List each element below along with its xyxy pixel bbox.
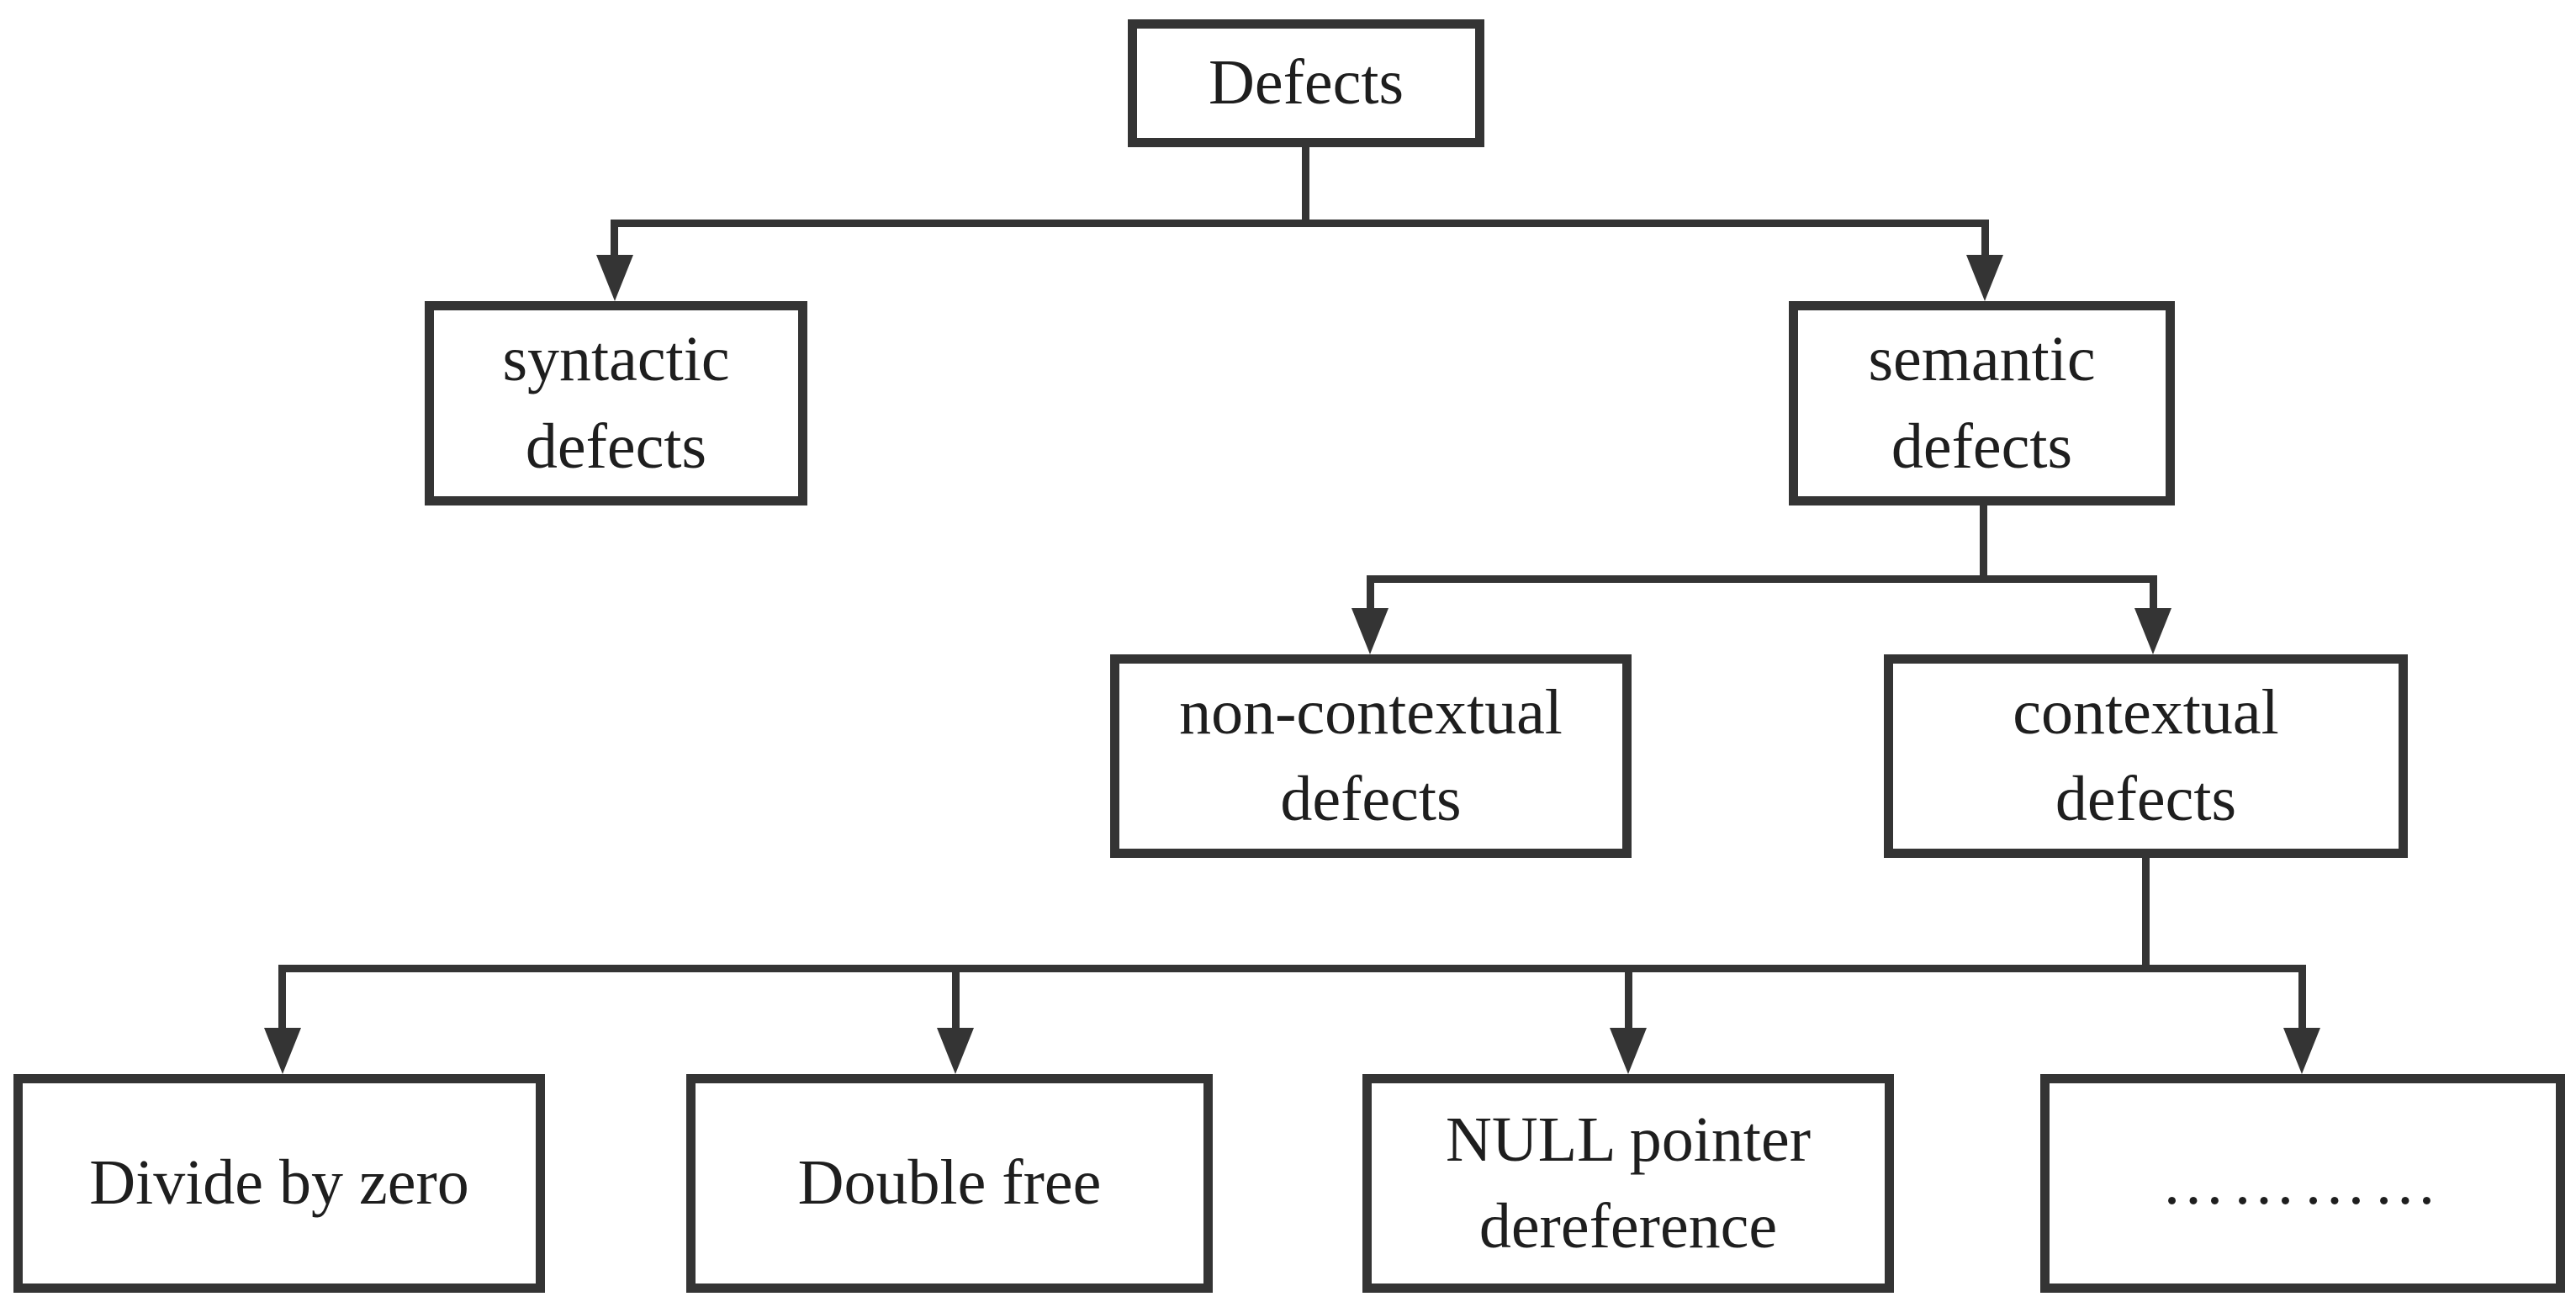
semantic-defects-node: semantic defects — [1789, 301, 2175, 505]
syntactic-defects-label-line2: defects — [525, 410, 707, 482]
arrow-into-divide-by-zero-icon — [264, 1028, 301, 1074]
edge-contextual-branch-bar — [278, 965, 2306, 972]
arrow-into-double-free-icon — [937, 1028, 974, 1074]
other-defects-node: ………… — [2040, 1074, 2565, 1293]
double-free-label: Double free — [797, 1147, 1102, 1219]
arrow-into-non-contextual-icon — [1351, 608, 1389, 654]
arrow-into-semantic-icon — [1966, 255, 2003, 301]
other-defects-ellipsis-label: ………… — [2161, 1147, 2444, 1219]
syntactic-defects-node: syntactic defects — [425, 301, 807, 505]
semantic-defects-label-line1: semantic — [1868, 324, 2096, 395]
semantic-defects-label-line2: defects — [1891, 410, 2073, 482]
edge-to-null-pointer-shaft — [1625, 965, 1632, 1031]
double-free-node: Double free — [686, 1074, 1213, 1293]
edge-defects-branch-bar — [611, 220, 1989, 227]
divide-by-zero-label: Divide by zero — [89, 1147, 469, 1219]
edge-to-double-free-shaft — [952, 965, 960, 1031]
edge-semantic-branch-bar — [1367, 575, 2157, 583]
defects-root-label: Defects — [1208, 47, 1404, 119]
non-contextual-defects-label-line2: defects — [1280, 764, 1462, 834]
edge-semantic-stem — [1980, 504, 1987, 583]
edge-contextual-stem — [2142, 857, 2150, 972]
edge-to-syntactic-shaft — [611, 220, 618, 261]
syntactic-defects-label-line1: syntactic — [502, 324, 730, 395]
edge-to-divide-by-zero-shaft — [278, 965, 286, 1031]
edge-to-semantic-shaft — [1981, 220, 1989, 261]
non-contextual-defects-node: non-contextual defects — [1110, 654, 1632, 858]
edge-to-others-shaft — [2298, 965, 2306, 1031]
contextual-defects-label-line2: defects — [2055, 764, 2237, 834]
null-pointer-dereference-node: NULL pointer dereference — [1362, 1074, 1894, 1293]
arrow-into-contextual-icon — [2134, 608, 2171, 654]
contextual-defects-label-line1: contextual — [2013, 676, 2279, 748]
edge-to-non-contextual-shaft — [1367, 575, 1374, 612]
arrow-into-null-pointer-icon — [1610, 1028, 1647, 1074]
null-pointer-label-line1: NULL pointer — [1445, 1104, 1812, 1175]
edge-to-contextual-shaft — [2150, 575, 2157, 612]
edge-defects-stem — [1302, 146, 1309, 227]
contextual-defects-node: contextual defects — [1884, 654, 2408, 858]
non-contextual-defects-label-line1: non-contextual — [1179, 676, 1563, 748]
arrow-into-syntactic-icon — [596, 255, 633, 301]
divide-by-zero-node: Divide by zero — [13, 1074, 545, 1293]
arrow-into-others-icon — [2283, 1028, 2320, 1074]
defects-root-node: Defects — [1128, 19, 1484, 147]
null-pointer-label-line2: dereference — [1478, 1191, 1778, 1262]
